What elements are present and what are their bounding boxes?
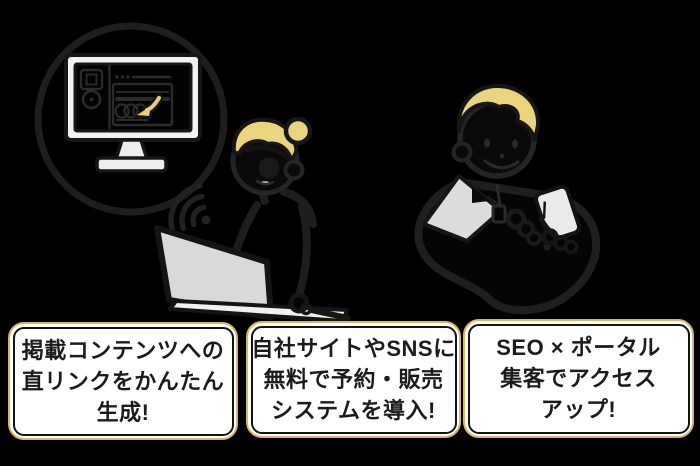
callout-line: 自社サイトやSNSに <box>251 336 456 361</box>
callout-line: システムを導入! <box>271 398 436 423</box>
blonde-hair <box>231 117 299 161</box>
zoom-circle-icon <box>34 22 228 216</box>
callout-line: 集客でアクセス <box>500 366 657 391</box>
callout-line: 生成! <box>96 399 150 425</box>
hair-bun <box>283 116 313 146</box>
laptop-icon <box>154 225 349 323</box>
callout-line: アップ! <box>540 397 617 422</box>
callout-box-booking-system: 自社サイトやSNSに 無料で予約・販売 システムを導入! <box>246 321 461 438</box>
signal-waves-icon <box>168 182 211 235</box>
blonde-hair <box>456 83 541 142</box>
scrolling-hand-icon <box>505 208 542 246</box>
holding-hand-icon <box>538 216 579 255</box>
cursor-arrow-icon <box>133 93 164 119</box>
callout-line: 直リンクをかんたん <box>21 368 225 394</box>
man-with-smartphone-illustration <box>414 83 601 315</box>
callout-line: SEO × ポータル <box>496 335 661 360</box>
callout-line: 無料で予約・販売 <box>263 367 444 392</box>
ear-icon <box>283 159 305 181</box>
typing-hand-icon <box>288 292 351 321</box>
ear-icon <box>451 141 473 163</box>
woman-at-laptop-illustration <box>230 116 317 300</box>
callout-inner: 掲載コンテンツへの 直リンクをかんたん 生成! <box>12 326 234 436</box>
callout-line: 掲載コンテンツへの <box>21 337 225 363</box>
callout-inner: SEO × ポータル 集客でアクセス アップ! <box>467 323 690 434</box>
callout-inner: 自社サイトやSNSに 無料で予約・販売 システムを導入! <box>250 325 457 434</box>
callout-box-direct-link: 掲載コンテンツへの 直リンクをかんたん 生成! <box>8 322 238 440</box>
shirt-collar <box>422 174 503 243</box>
callout-box-seo-access: SEO × ポータル 集客でアクセス アップ! <box>463 319 694 438</box>
